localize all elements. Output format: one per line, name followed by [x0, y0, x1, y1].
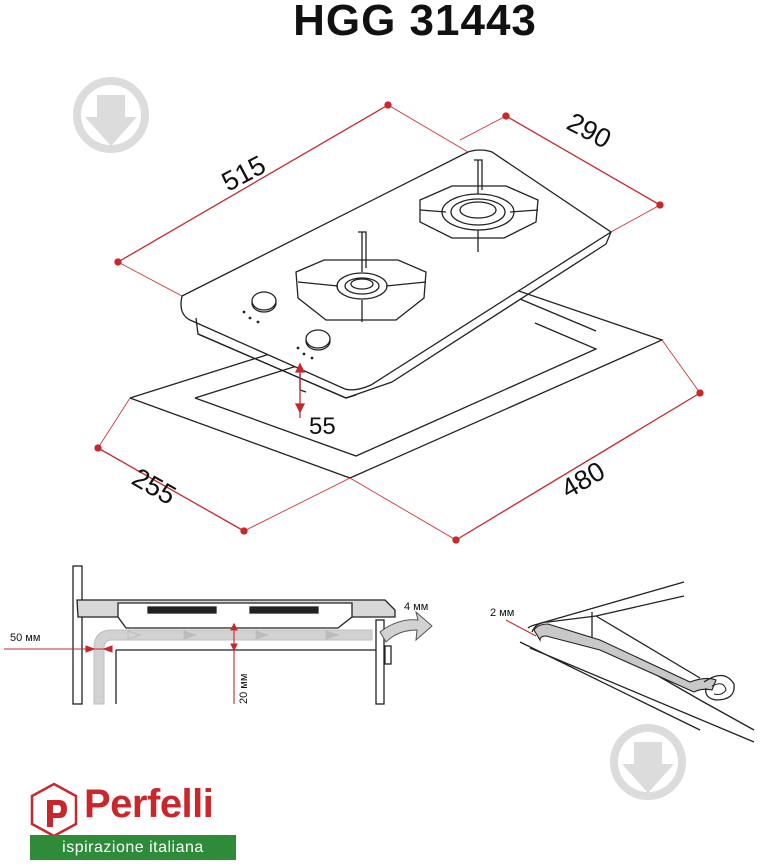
brand-name: Perfelli: [84, 782, 214, 826]
dim-width-label: 515: [217, 150, 271, 198]
clearance-side-label: 50 мм: [10, 632, 40, 644]
airflow-arrows: [93, 629, 373, 705]
knob-markings: [242, 310, 314, 360]
download-watermark-icon: [610, 724, 686, 800]
seal-dim-line: [505, 619, 537, 637]
dim-depth-label: 290: [562, 107, 616, 155]
dim-cutout-width-label: 480: [556, 456, 610, 505]
knob-icon: [251, 291, 331, 351]
download-watermark-icon: [73, 77, 149, 153]
brand-tagline: ispirazione italiana: [30, 835, 236, 860]
clearance-below-label: 20 мм: [238, 674, 250, 704]
perfelli-p-logo-icon: [30, 782, 78, 838]
seal-thickness-label: 2 мм: [490, 607, 514, 619]
hob-drawing: [129, 149, 664, 479]
installation-section: [72, 565, 396, 705]
burner-icon: [295, 159, 539, 322]
gap-top-label: 4 мм: [404, 601, 428, 613]
dim-height-label: 55: [309, 413, 336, 440]
page-title: HGG 31443: [293, 0, 537, 45]
install-dim-lines: [4, 622, 238, 704]
arrow-icon: [379, 610, 433, 643]
hob-glass-top: [180, 149, 613, 391]
seal-strip: [533, 623, 735, 701]
dimension-lines: [94, 101, 704, 544]
